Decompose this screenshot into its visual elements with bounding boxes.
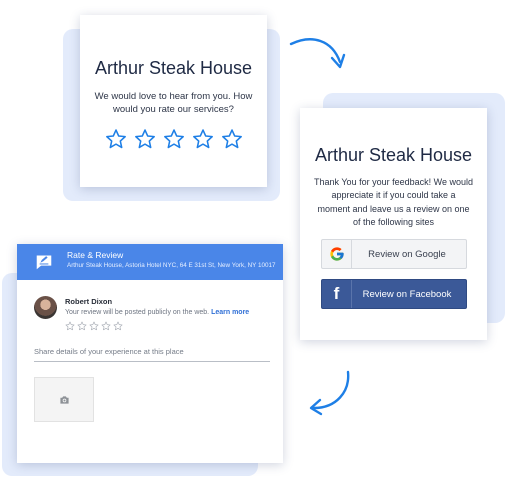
thanks-card: Arthur Steak House Thank You for your fe…: [300, 108, 487, 340]
star-icon[interactable]: [221, 128, 243, 150]
review-on-facebook-button[interactable]: f Review on Facebook: [321, 279, 467, 309]
review-header: Rate & Review Arthur Steak House, Astori…: [17, 244, 283, 280]
review-card: Rate & Review Arthur Steak House, Astori…: [17, 244, 283, 463]
public-notice-text: Your review will be posted publicly on t…: [65, 309, 210, 316]
curved-arrow-icon: [309, 370, 350, 416]
star-icon[interactable]: [134, 128, 156, 150]
facebook-icon: f: [322, 280, 352, 308]
review-header-title: Rate & Review: [67, 250, 124, 260]
share-experience-input[interactable]: Share details of your experience at this…: [34, 347, 184, 356]
star-icon[interactable]: [105, 128, 127, 150]
rating-card-title: Arthur Steak House: [94, 58, 253, 78]
star-icon[interactable]: [192, 128, 214, 150]
review-star-rating[interactable]: [65, 321, 123, 331]
google-icon: [322, 240, 352, 268]
avatar: [34, 296, 57, 319]
add-photo-button[interactable]: [34, 377, 94, 422]
star-icon[interactable]: [65, 321, 75, 331]
star-icon[interactable]: [77, 321, 87, 331]
star-icon[interactable]: [101, 321, 111, 331]
review-on-google-label: Review on Google: [368, 248, 446, 260]
review-on-facebook-label: Review on Facebook: [362, 288, 452, 300]
learn-more-link[interactable]: Learn more: [211, 309, 250, 316]
review-on-google-button[interactable]: Review on Google: [321, 239, 467, 269]
review-header-address: Arthur Steak House, Astoria Hotel NYC, 6…: [67, 262, 276, 269]
camera-icon: [59, 395, 69, 404]
curved-arrow-icon: [289, 38, 346, 69]
thanks-card-title: Arthur Steak House: [314, 145, 473, 165]
public-notice: Your review will be posted publicly on t…: [65, 309, 249, 316]
rate-review-icon: [36, 255, 52, 270]
share-input-underline: [34, 361, 270, 362]
rating-card: Arthur Steak House We would love to hear…: [80, 15, 267, 187]
star-icon[interactable]: [163, 128, 185, 150]
thanks-card-message: Thank You for your feedback! We would ap…: [314, 177, 473, 227]
star-icon[interactable]: [89, 321, 99, 331]
rating-card-message: We would love to hear from you. How woul…: [94, 91, 253, 115]
reviewer-name: Robert Dixon: [65, 297, 113, 306]
facebook-letter: f: [333, 284, 340, 303]
star-rating[interactable]: [80, 128, 267, 150]
star-icon[interactable]: [113, 321, 123, 331]
